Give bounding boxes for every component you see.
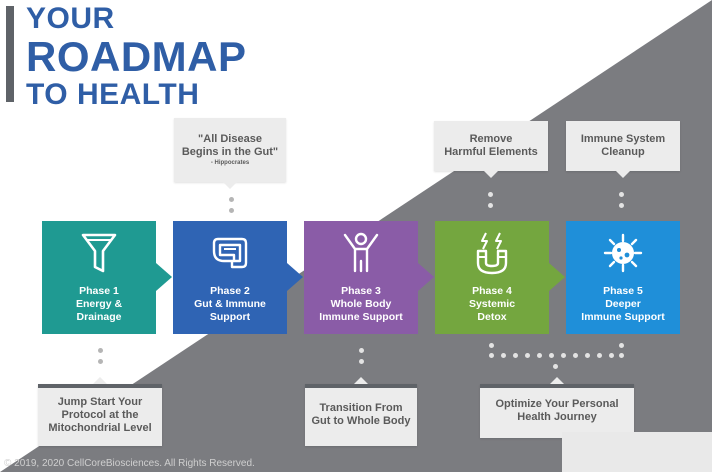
- title-line-1: YOUR: [26, 2, 115, 35]
- person-raised-arms-icon: [343, 232, 379, 273]
- phase-label: Energy &: [75, 298, 123, 310]
- arrow-phase-3: [418, 263, 434, 291]
- phase-label: Drainage: [76, 311, 122, 323]
- corner-panel: [562, 432, 712, 472]
- callout-text: Immune System: [580, 133, 666, 145]
- callout-text: Gut to Whole Body: [311, 415, 411, 427]
- callout-remove-harmful: Remove Harmful Elements: [434, 121, 548, 178]
- copyright-notice: © 2019, 2020 CellCoreBiosciences. All Ri…: [4, 458, 255, 469]
- title-accent-bar: [6, 6, 14, 102]
- phase-label: Detox: [477, 311, 507, 323]
- callout-text: Protocol at the: [61, 408, 139, 421]
- callout-text: Jump Start Your: [57, 395, 143, 408]
- callout-text: Health Journey: [517, 411, 597, 423]
- phase-label: Phase 4: [472, 285, 512, 297]
- callout-text: Harmful Elements: [444, 146, 538, 158]
- phase-label: Phase 1: [79, 285, 119, 297]
- phase-3-box: Phase 3 Whole Body Immune Support: [304, 221, 418, 334]
- phase-1-box: Phase 1 Energy & Drainage: [42, 221, 156, 334]
- phase-label: Immune Support: [581, 311, 665, 323]
- phase-label: Immune Support: [319, 311, 403, 323]
- phase-5-box: Phase 5 Deeper Immune Support: [566, 221, 680, 334]
- arrow-phase-1: [156, 263, 172, 291]
- phase-4-box: Phase 4 Systemic Detox: [435, 221, 549, 334]
- intestine-icon: [212, 237, 248, 269]
- title-line-2: ROADMAP: [26, 33, 247, 80]
- phase-label: Phase 3: [341, 285, 381, 297]
- callout-text: Transition From: [319, 402, 403, 414]
- phase-label: Systemic: [468, 298, 516, 310]
- callout-jump-start: Jump Start Your Protocol at the Mitochon…: [38, 377, 162, 446]
- phase-label: Whole Body: [330, 298, 392, 310]
- arrow-phase-4: [549, 263, 565, 291]
- title-line-3: TO HEALTH: [26, 78, 200, 111]
- callout-immune-cleanup: Immune System Cleanup: [566, 121, 680, 178]
- funnel-icon: [81, 233, 117, 273]
- magnet-icon: [476, 232, 508, 275]
- callout-text: Mitochondrial Level: [48, 421, 152, 434]
- phase-2-box: Phase 2 Gut & Immune Support: [173, 221, 287, 334]
- phase-label: Phase 2: [210, 285, 250, 297]
- callout-optimize: Optimize Your Personal Health Journey: [480, 377, 634, 438]
- callout-text: "All Disease: [198, 133, 262, 145]
- phase-label: Phase 5: [603, 285, 643, 297]
- callout-attribution: - Hippocrates: [210, 160, 250, 166]
- arrow-phase-2: [287, 263, 303, 291]
- phase-label: Support: [209, 311, 251, 323]
- phase-label: Deeper: [605, 298, 641, 310]
- callout-text: Begins in the Gut": [181, 146, 279, 158]
- callout-text: Remove: [469, 133, 513, 145]
- page-title: YOUR ROADMAP TO HEALTH: [26, 0, 247, 110]
- callout-text: Cleanup: [601, 146, 645, 158]
- phase-label: Gut & Immune: [194, 298, 266, 310]
- callout-hippocrates: "All Disease Begins in the Gut" - Hippoc…: [174, 118, 286, 189]
- virus-icon: [603, 233, 643, 273]
- callout-text: Optimize Your Personal: [495, 398, 619, 410]
- callout-transition: Transition From Gut to Whole Body: [305, 377, 417, 446]
